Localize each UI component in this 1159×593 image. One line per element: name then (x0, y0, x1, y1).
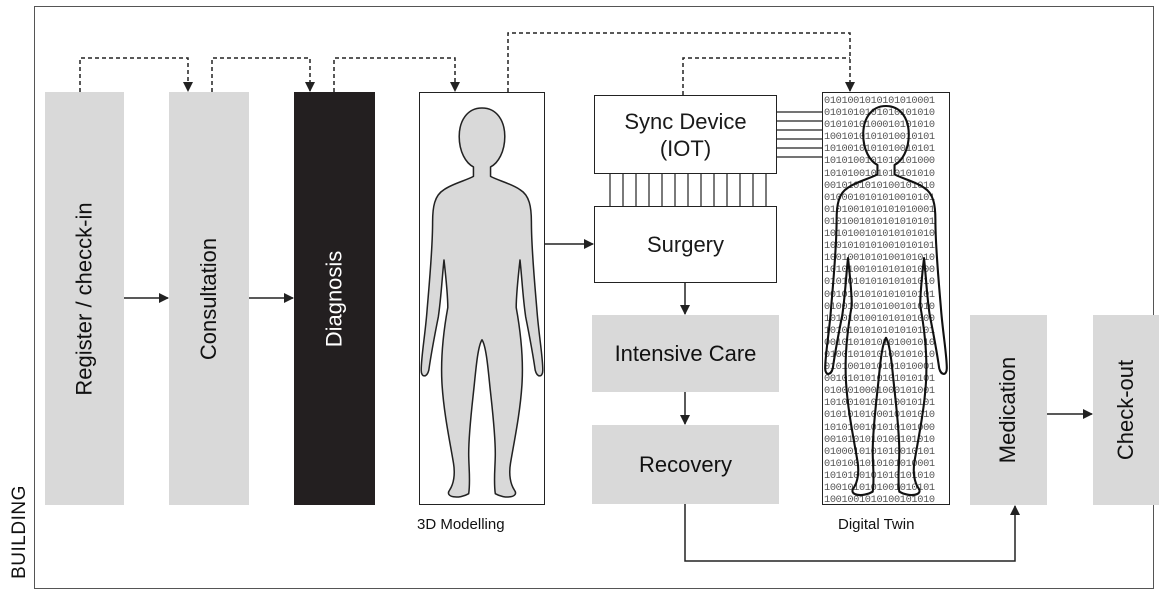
intensive-care-label: Intensive Care (614, 340, 757, 366)
arrow-recovery-to-medication (684, 504, 1020, 562)
binary-pattern: 0101001010101010001 0101010101010101010 … (824, 95, 935, 505)
digital-twin-caption: Digital Twin (838, 516, 915, 533)
register-box[interactable]: Register / checck-in (45, 92, 124, 505)
recovery-label: Recovery (639, 451, 732, 477)
sync-device-sublabel: (IOT) (659, 135, 712, 161)
dashed-arrow-consultation-to-diagnosis (211, 57, 315, 92)
recovery-box[interactable]: Recovery (592, 425, 779, 504)
checkout-box[interactable]: Check-out (1093, 315, 1159, 505)
medication-box[interactable]: Medication (970, 315, 1047, 505)
sync-device-box[interactable]: Sync Device (IOT) (594, 95, 777, 174)
human-body-silhouette-digital-twin (824, 104, 948, 497)
surgery-label: Surgery (646, 231, 725, 257)
consultation-box[interactable]: Consultation (169, 92, 249, 505)
modelling-caption: 3D Modelling (417, 516, 505, 533)
intensive-care-box[interactable]: Intensive Care (592, 315, 779, 392)
sync-device-label: Sync Device (624, 108, 747, 134)
diagnosis-box[interactable]: Diagnosis (294, 92, 375, 505)
sync-to-twin-lines (777, 111, 822, 158)
surgery-box[interactable]: Surgery (594, 206, 777, 283)
dashed-arrow-modelling-to-digital-twin (507, 32, 855, 92)
dashed-arrow-diagnosis-to-modelling (333, 57, 460, 92)
human-body-silhouette-modelling (420, 107, 544, 498)
dashed-arrow-register-to-consultation (79, 57, 193, 92)
sync-to-surgery-lines (609, 174, 767, 206)
diagram-frame (34, 6, 1154, 589)
dashed-line-sync-to-digital-twin (682, 57, 850, 95)
